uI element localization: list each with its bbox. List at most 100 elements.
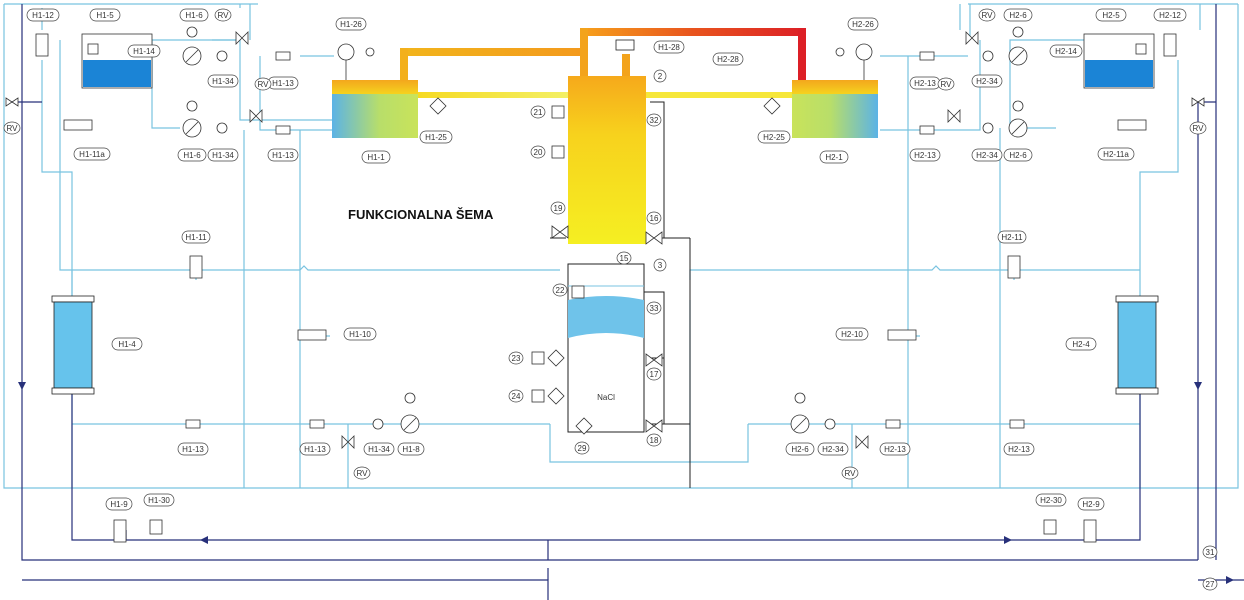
svg-text:H2-10: H2-10 [841, 330, 863, 339]
tag-h2-4: H2-4 [1065, 337, 1097, 351]
water-tank-h1-5 [81, 33, 153, 89]
manual-valves [5, 31, 1205, 449]
svg-text:H2-11a: H2-11a [1103, 150, 1129, 159]
svg-text:RV: RV [357, 469, 369, 478]
tag-rv-mid-left: RV [254, 77, 272, 91]
svg-text:H1-10: H1-10 [349, 330, 371, 339]
tag-h2-9: H2-9 [1077, 497, 1105, 511]
tag-h2-5: H2-5 [1095, 8, 1127, 22]
svg-text:RV: RV [218, 11, 230, 20]
svg-text:33: 33 [650, 304, 659, 313]
tag-h2-6-top: H2-6 [1003, 8, 1033, 22]
svg-text:RV: RV [845, 469, 857, 478]
svg-text:H2-34: H2-34 [976, 77, 998, 86]
central-column [568, 39, 646, 244]
tag-h2-34-bottom: H2-34 [971, 148, 1003, 162]
tag-h1-28: H1-28 [653, 40, 685, 54]
heat-exchangers [429, 97, 781, 435]
svg-text:H2-34: H2-34 [822, 445, 844, 454]
tag-22: 22 [552, 283, 568, 297]
svg-text:H1-5: H1-5 [96, 11, 114, 20]
svg-text:H2-13: H2-13 [914, 79, 936, 88]
tag-h2-10: H2-10 [835, 327, 869, 341]
tag-19: 19 [550, 201, 566, 215]
svg-text:H1-12: H1-12 [32, 11, 54, 20]
svg-text:19: 19 [554, 204, 563, 213]
component-tags: H1-12 H1-5 H1-6 RV H1-26 H1-28 H2-28 H2-… [3, 8, 1218, 591]
tag-h1-13-low-a: H1-13 [177, 442, 209, 456]
svg-text:H2-12: H2-12 [1159, 11, 1181, 20]
pump-h2-6-top [1008, 26, 1028, 66]
svg-text:H2-14: H2-14 [1055, 47, 1077, 56]
svg-text:H2-9: H2-9 [1082, 500, 1100, 509]
tag-20: 20 [530, 145, 546, 159]
tag-h2-26: H2-26 [847, 17, 879, 31]
tag-18: 18 [646, 433, 662, 447]
tag-h1-14: H1-14 [127, 44, 161, 58]
tag-h1-1: H1-1 [361, 150, 391, 164]
tag-h2-11a: H2-11a [1097, 147, 1135, 161]
tag-17: 17 [646, 367, 662, 381]
svg-text:H2-13: H2-13 [884, 445, 906, 454]
tag-29: 29 [574, 441, 590, 455]
tag-rv-left: RV [3, 121, 21, 135]
tag-h1-8: H1-8 [397, 442, 425, 456]
svg-text:H1-6: H1-6 [185, 11, 203, 20]
svg-text:H1-4: H1-4 [118, 340, 136, 349]
svg-text:RV: RV [941, 80, 953, 89]
svg-text:H1-14: H1-14 [133, 47, 155, 56]
svg-text:H1-11a: H1-11a [79, 150, 105, 159]
svg-text:H2-11: H2-11 [1001, 233, 1023, 242]
tag-h1-6-top: H1-6 [179, 8, 209, 22]
svg-text:H2-34: H2-34 [976, 151, 998, 160]
svg-text:H1-6: H1-6 [183, 151, 201, 160]
level-sensors [551, 105, 585, 299]
tag-h1-5: H1-5 [89, 8, 121, 22]
check-valves [185, 51, 1025, 429]
tag-21: 21 [530, 105, 546, 119]
tag-rv-bottom-right: RV [841, 466, 859, 480]
vacuum-pump-h2-26 [835, 43, 873, 80]
svg-text:H2-6: H2-6 [1009, 151, 1027, 160]
tag-3: 3 [653, 258, 667, 272]
tag-h1-13-top: H1-13 [267, 76, 299, 90]
tag-h1-10: H1-10 [343, 327, 377, 341]
tag-h1-9: H1-9 [105, 497, 133, 511]
svg-text:H1-13: H1-13 [182, 445, 204, 454]
tag-rv-mid-right: RV [937, 77, 955, 91]
tag-h2-25: H2-25 [757, 130, 791, 144]
tag-rv-top-right: RV [978, 8, 996, 22]
tag-h2-11: H2-11 [997, 230, 1027, 244]
svg-text:18: 18 [650, 436, 659, 445]
tag-32: 32 [646, 113, 662, 127]
tag-h1-4: H1-4 [111, 337, 143, 351]
svg-text:3: 3 [658, 261, 663, 270]
svg-text:29: 29 [578, 444, 587, 453]
svg-text:H1-26: H1-26 [340, 20, 362, 29]
tag-2: 2 [653, 69, 667, 83]
tag-31: 31 [1202, 545, 1218, 559]
svg-text:H2-13: H2-13 [1008, 445, 1030, 454]
tag-h1-6-bottom: H1-6 [177, 148, 207, 162]
tag-h1-11a: H1-11a [73, 147, 111, 161]
svg-text:H2-28: H2-28 [717, 55, 739, 64]
svg-text:H2-13: H2-13 [914, 151, 936, 160]
svg-text:31: 31 [1206, 548, 1215, 557]
svg-text:21: 21 [534, 108, 543, 117]
svg-text:20: 20 [534, 148, 543, 157]
tag-h2-14: H2-14 [1049, 44, 1083, 58]
tag-h2-34-low: H2-34 [817, 442, 849, 456]
svg-text:H1-25: H1-25 [425, 133, 447, 142]
pump-h2-6-bottom [1008, 100, 1028, 138]
tag-h1-12: H1-12 [26, 8, 60, 22]
tag-h1-34-top: H1-34 [207, 74, 239, 88]
tag-h2-6-bottom: H2-6 [1003, 148, 1033, 162]
pump-h1-6-bottom [182, 100, 202, 138]
svg-text:17: 17 [650, 370, 659, 379]
svg-text:32: 32 [650, 116, 659, 125]
pump-h2-6-lower [790, 392, 810, 434]
svg-text:RV: RV [258, 80, 270, 89]
svg-text:H1-13: H1-13 [304, 445, 326, 454]
solenoid-valves [35, 33, 1177, 543]
